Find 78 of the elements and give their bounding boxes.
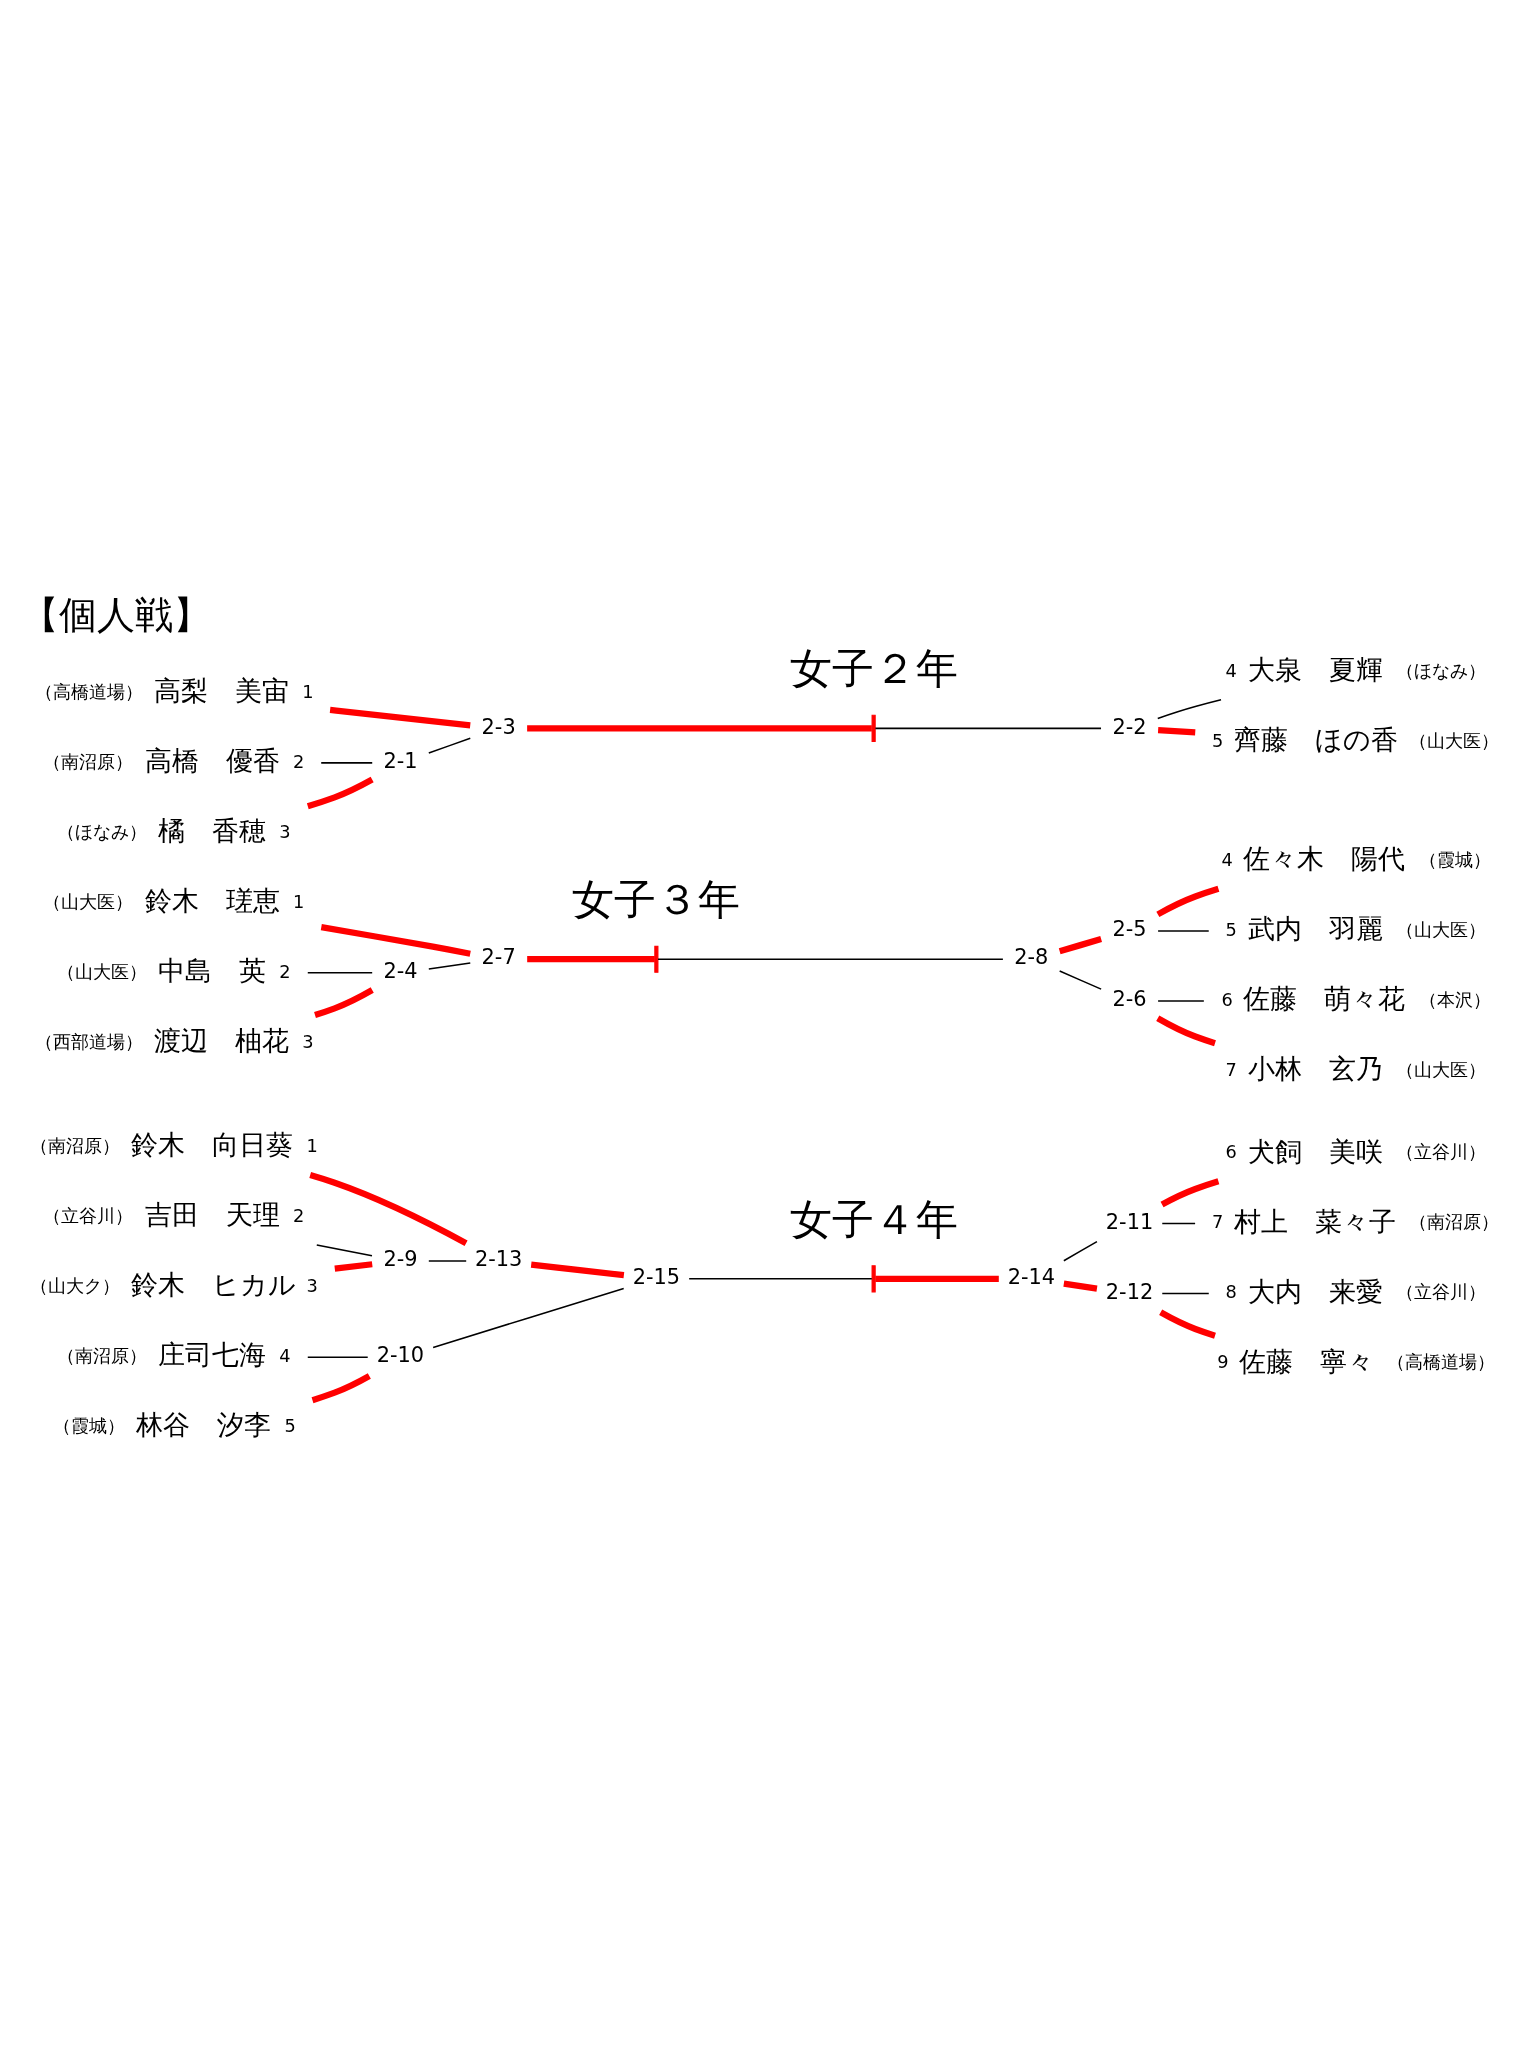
diagram-title: 【個人戦】 [20, 592, 211, 637]
connector [874, 727, 1102, 729]
connector [1058, 935, 1102, 954]
connector [1157, 929, 1210, 932]
node-text: 2-5 [1112, 916, 1147, 941]
connector [1159, 1309, 1216, 1339]
connector [875, 1275, 999, 1282]
node-text: 2-6 [1112, 986, 1147, 1011]
node-text: 2-12 [1105, 1279, 1154, 1304]
node-text: 5 武内 羽麗 （山大医） [1225, 912, 1486, 944]
connector [311, 1372, 371, 1403]
connector [428, 1259, 467, 1262]
node-text: 5 齊藤 ほの香 （山大医） [1212, 723, 1500, 755]
node-bar [654, 945, 659, 973]
connector [307, 971, 373, 974]
node-text: 2-13 [474, 1246, 523, 1271]
connector [432, 1287, 625, 1348]
connector [316, 1243, 373, 1256]
node-text: 4 佐々木 陽代 （霞城） [1221, 842, 1491, 874]
connector [1156, 698, 1222, 719]
node-text: 8 大内 来愛 （立谷川） [1225, 1275, 1486, 1307]
connector [428, 736, 472, 754]
node-text: 2-2 [1112, 714, 1147, 739]
label: 女子３年 [572, 874, 741, 924]
label: 女子４年 [789, 1194, 958, 1244]
node-text: 2-8 [1014, 944, 1049, 969]
connector [334, 1260, 373, 1272]
connector [1156, 885, 1220, 917]
node-text: 2-10 [376, 1342, 425, 1367]
connector [1160, 1177, 1220, 1207]
connector [320, 923, 471, 957]
node-text: 9 佐藤 寧々 （高橋道場） [1217, 1345, 1496, 1377]
connector [329, 706, 471, 728]
node-text: 2-15 [632, 1264, 681, 1289]
node-text: 7 小林 玄乃 （山大医） [1225, 1052, 1486, 1084]
connector [1063, 1280, 1098, 1292]
connector [688, 1277, 873, 1280]
node-text: 2-14 [1007, 1264, 1056, 1289]
node-text: （霞城） 林谷 汐李 5 [52, 1408, 296, 1440]
connector [428, 961, 472, 970]
connector [1063, 1240, 1098, 1261]
node-bar [871, 714, 876, 742]
connector [320, 761, 373, 764]
node-text: 2-4 [383, 958, 418, 983]
connector [1058, 969, 1102, 990]
node-text: （高橋道場） 高梨 美宙 1 [34, 674, 314, 706]
node-text: （山大医） 中島 英 2 [56, 954, 291, 986]
node-text: （ほなみ） 橘 香穂 3 [56, 814, 291, 846]
node-bar [871, 1264, 876, 1292]
node-text: 6 犬飼 美咲 （立谷川） [1225, 1135, 1486, 1167]
node-text: 2-1 [383, 748, 418, 773]
node-text: （西部道場） 渡辺 柚花 3 [34, 1024, 314, 1056]
node-text: 7 村上 菜々子 （南沼原） [1212, 1205, 1500, 1237]
node-text: （山大ク） 鈴木 ヒカル 3 [29, 1268, 318, 1300]
label: 女子２年 [789, 643, 958, 693]
connector [1161, 1222, 1196, 1224]
connector [530, 1261, 625, 1278]
connector [306, 776, 374, 809]
connector [1161, 1292, 1210, 1294]
connector [1157, 726, 1196, 735]
node-text: 2-9 [383, 1246, 418, 1271]
connector [1157, 999, 1205, 1002]
node-text: （南沼原） 鈴木 向日葵 1 [29, 1128, 318, 1160]
connector [309, 1171, 468, 1246]
node-text: 2-3 [481, 714, 516, 739]
connector [307, 1355, 369, 1358]
node-text: （南沼原） 庄司七海 4 [56, 1338, 291, 1370]
node-text: （南沼原） 高橋 優香 2 [43, 744, 305, 776]
node-text: 2-11 [1105, 1209, 1154, 1234]
node-text: 4 大泉 夏輝 （ほなみ） [1225, 653, 1486, 685]
connector [527, 955, 655, 962]
connector [314, 986, 374, 1018]
node-text: （山大医） 鈴木 瑳恵 1 [43, 884, 305, 916]
node-text: 6 佐藤 萌々花 （本沢） [1221, 982, 1491, 1014]
connector [1156, 1015, 1216, 1046]
connector [657, 957, 1004, 960]
node-text: （立谷川） 吉田 天理 2 [43, 1198, 305, 1230]
node-text: 2-7 [481, 944, 516, 969]
